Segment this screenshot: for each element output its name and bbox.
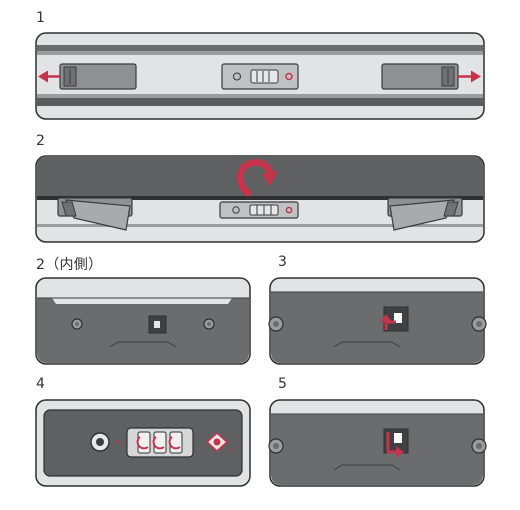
arrow-left-icon <box>38 70 60 83</box>
lock-icon-step-2 <box>219 201 299 219</box>
screw-icon <box>268 438 284 454</box>
screw-icon <box>268 316 284 332</box>
screw-icon <box>471 316 487 332</box>
dial-icon <box>90 432 120 452</box>
latch-left-icon <box>59 63 137 90</box>
slide-switch-icon <box>148 315 167 334</box>
screw-icon <box>71 318 83 330</box>
lock-icon <box>221 63 299 90</box>
screw-icon <box>471 438 487 454</box>
lock-button-icon <box>205 431 233 453</box>
arrow-right-icon <box>458 70 481 83</box>
step-2-inside-label: 2（内側） <box>36 257 103 273</box>
step-3-label: 3 <box>278 254 288 270</box>
slide-arrow-icon <box>386 432 404 458</box>
combination-lock-icon <box>126 427 194 458</box>
step-5-label: 5 <box>278 376 288 392</box>
latch-right-icon <box>381 63 459 90</box>
slide-arrow-icon <box>380 314 396 330</box>
rotate-arrow-icon <box>236 159 278 197</box>
step-4-panel <box>35 399 251 487</box>
screw-icon <box>203 318 215 330</box>
step-1-panel <box>35 32 485 120</box>
step-2-label: 2 <box>36 133 46 149</box>
step-4-label: 4 <box>36 376 46 392</box>
latch-open-left-icon <box>57 197 133 231</box>
step-3-panel <box>268 277 487 365</box>
step-5-panel <box>268 399 487 487</box>
step-2-inside-panel <box>35 277 251 365</box>
latch-open-right-icon <box>387 197 463 231</box>
step-1-label: 1 <box>36 10 46 26</box>
step-2-panel <box>35 155 485 243</box>
